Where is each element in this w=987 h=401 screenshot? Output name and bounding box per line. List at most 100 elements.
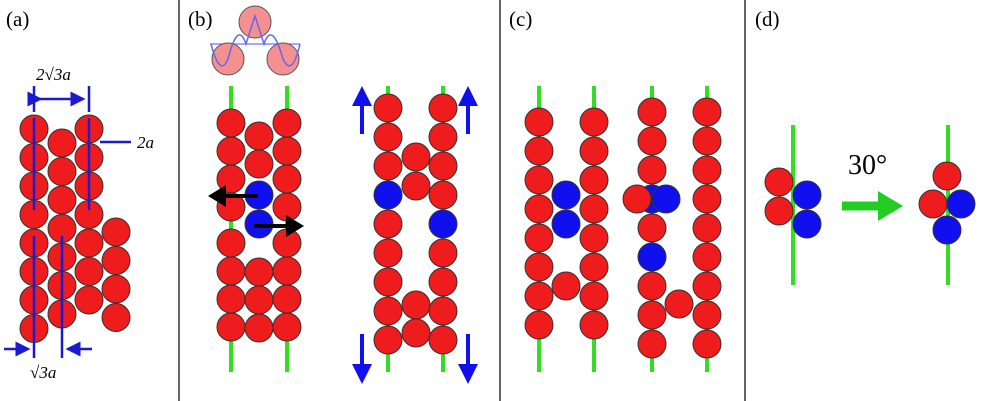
blue-atom	[651, 184, 681, 214]
red-atom	[692, 97, 722, 127]
red-atom	[637, 271, 667, 301]
chain-spacing-lines	[32, 118, 91, 358]
inset-atom	[238, 5, 272, 39]
zigzag-line	[210, 13, 301, 67]
panel-label-d: (d)	[755, 7, 780, 31]
left-shift-arrow	[208, 185, 258, 207]
red-atom	[272, 136, 302, 166]
red-atom	[692, 329, 722, 359]
red-atom	[272, 108, 302, 138]
red-atom	[637, 213, 667, 243]
red-atom	[524, 194, 554, 224]
red-atom	[401, 171, 431, 201]
red-atom	[524, 165, 554, 195]
red-atom	[244, 285, 274, 315]
red-atom	[272, 256, 302, 286]
red-atom	[692, 213, 722, 243]
blue-atom	[792, 180, 822, 210]
red-atom	[74, 285, 104, 315]
red-atom	[216, 256, 246, 286]
red-atom	[373, 267, 403, 297]
red-atom	[579, 136, 609, 166]
red-atom	[692, 155, 722, 185]
red-atom	[74, 228, 104, 258]
red-atom	[524, 223, 554, 253]
red-atom	[428, 122, 458, 152]
blue-atom	[637, 242, 667, 272]
red-atom	[401, 318, 431, 348]
rotation-label: 30°	[848, 150, 887, 181]
red-atom	[524, 281, 554, 311]
red-atom	[637, 97, 667, 127]
blue-atom	[428, 209, 458, 239]
red-atom	[579, 252, 609, 282]
red-atom	[216, 228, 246, 258]
red-atom	[622, 184, 652, 214]
red-atom	[373, 122, 403, 152]
spacing-dimension: √3a	[4, 341, 92, 382]
red-atom	[244, 121, 274, 151]
red-atom	[692, 126, 722, 156]
red-atom	[637, 329, 667, 359]
red-atom	[428, 93, 458, 123]
red-atom	[428, 296, 458, 326]
red-atom	[216, 284, 246, 314]
red-atom	[428, 325, 458, 355]
red-atom	[579, 165, 609, 195]
atoms	[19, 93, 976, 359]
red-atom	[551, 271, 581, 301]
red-atom	[244, 313, 274, 343]
red-atom	[579, 281, 609, 311]
red-atom	[244, 149, 274, 179]
red-atom	[428, 267, 458, 297]
red-atom	[373, 151, 403, 181]
red-atom	[579, 107, 609, 137]
blue-atom	[946, 189, 976, 219]
red-atom	[216, 312, 246, 342]
blue-atom	[792, 209, 822, 239]
panel-label-b: (b)	[188, 7, 213, 31]
red-atom	[401, 142, 431, 172]
red-atom	[764, 196, 794, 226]
red-atom	[373, 93, 403, 123]
red-atom	[932, 161, 962, 191]
up-arrow-right	[458, 86, 478, 134]
red-atom	[47, 157, 77, 186]
red-atom	[579, 194, 609, 224]
red-atom	[692, 271, 722, 301]
up-arrow-left	[352, 86, 372, 134]
triangle-inset	[210, 5, 301, 76]
red-atom	[216, 108, 246, 138]
red-atom	[692, 184, 722, 214]
red-atom	[428, 180, 458, 210]
red-atom	[428, 238, 458, 268]
red-atom	[101, 246, 131, 275]
right-shift-arrow	[254, 215, 304, 237]
red-atom	[524, 252, 554, 282]
down-arrow-left	[352, 334, 372, 384]
red-atom	[524, 107, 554, 137]
red-atom	[216, 136, 246, 166]
spacing-label: √3a	[30, 363, 56, 382]
red-atom	[637, 126, 667, 156]
red-atom	[47, 128, 77, 158]
radius-dimension: 2a	[100, 133, 154, 152]
red-atom	[637, 155, 667, 185]
width-label: 2√3a	[36, 65, 71, 84]
red-atom	[918, 189, 948, 219]
red-atom	[272, 284, 302, 314]
red-atom	[664, 289, 694, 319]
red-atom	[692, 300, 722, 330]
width-dimension: 2√3a	[27, 65, 91, 112]
blue-atom	[551, 180, 581, 210]
red-atom	[373, 325, 403, 355]
red-atom	[47, 185, 77, 215]
red-atom	[524, 136, 554, 166]
red-atom	[373, 209, 403, 239]
red-atom	[579, 310, 609, 340]
red-atom	[373, 238, 403, 268]
red-atom	[373, 296, 403, 326]
red-atom	[401, 290, 431, 320]
